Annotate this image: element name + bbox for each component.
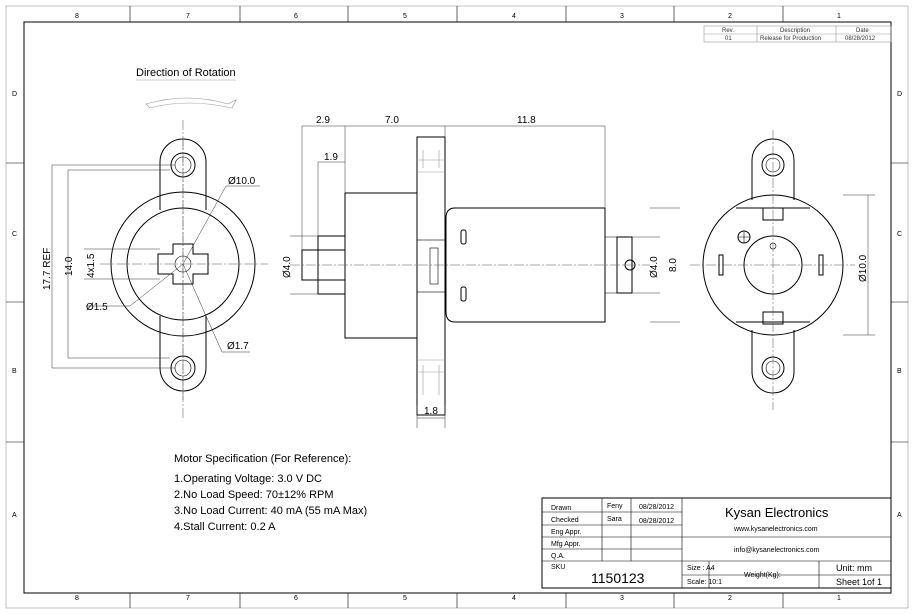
dimension-label: 4x1.5 <box>86 253 97 278</box>
dimension-label: 8.0 <box>668 258 679 272</box>
dimension-label: Ø10.0 <box>228 176 256 187</box>
zone-column-label: 6 <box>294 13 298 20</box>
specification-item: 1.Operating Voltage: 3.0 V DC <box>174 473 322 485</box>
motor-specification: Motor Specification (For Reference): 1.O… <box>174 453 367 533</box>
dimension-label: Ø4.0 <box>282 256 293 278</box>
revision-header-date: Date <box>856 28 869 34</box>
zone-row-label: B <box>12 368 17 375</box>
drawing-scale: Scale: 10:1 <box>687 579 722 586</box>
zone-row-label: C <box>12 231 17 238</box>
dimension-label: Ø4.0 <box>649 256 660 278</box>
sku-label: SKU <box>551 564 565 571</box>
zone-column-label: 5 <box>403 13 407 20</box>
rear-view: Ø10.0 <box>690 130 875 410</box>
revision-date: 08/28/2012 <box>845 36 876 42</box>
title-block-label-mfg-appr: Mfg Appr. <box>551 541 581 548</box>
title-block-checked-date: 08/28/2012 <box>639 518 674 525</box>
title-block-drawn-date: 08/28/2012 <box>639 504 674 511</box>
title-block-label-checked: Checked <box>551 517 579 524</box>
zone-column-label: 6 <box>294 595 298 602</box>
zone-row-label: D <box>897 91 902 98</box>
title-block: Drawn Feny 08/28/2012 Checked Sara 08/28… <box>541 497 892 589</box>
inner-border <box>23 21 892 594</box>
zone-column-label: 8 <box>75 595 79 602</box>
revision-description: Release for Production <box>760 36 821 42</box>
company-email: info@kysanelectronics.com <box>734 547 819 554</box>
zone-column-label: 4 <box>512 13 516 20</box>
sheet-size: Size : A4 <box>687 565 715 572</box>
dimension-label: 1.9 <box>324 152 338 163</box>
zone-row-label: B <box>897 368 902 375</box>
zone-labels: 8 7 6 5 4 3 2 1 8 7 6 5 4 3 2 1 D C B A D C B A <box>12 13 902 602</box>
zone-row-label: A <box>897 512 902 519</box>
zone-column-label: 7 <box>186 13 190 20</box>
revision-header-description: Description <box>780 28 810 34</box>
unit-label: Unit: mm <box>836 563 872 573</box>
company-name: Kysan Electronics <box>725 505 829 520</box>
zone-column-label: 3 <box>620 595 624 602</box>
company-website: www.kysanelectronics.com <box>733 526 818 533</box>
dimension-label: 2.9 <box>316 115 330 126</box>
zone-column-label: 3 <box>620 13 624 20</box>
zone-column-label: 7 <box>186 595 190 602</box>
zone-row-label: C <box>897 231 902 238</box>
weight-label: Weight(Kg): <box>744 572 781 579</box>
specification-item: 2.No Load Speed: 70±12% RPM <box>174 489 334 501</box>
dimension-label: Ø10.0 <box>858 254 869 282</box>
dimension-label: 14.0 <box>64 256 75 276</box>
sheet-number: Sheet 1of 1 <box>836 577 882 587</box>
specification-item: 4.Stall Current: 0.2 A <box>174 521 276 533</box>
dimension-label: 17.7 REF <box>42 248 53 290</box>
dimension-label: Ø1.5 <box>86 302 108 313</box>
zone-row-label: A <box>12 512 17 519</box>
zone-ticks <box>6 6 908 608</box>
zone-column-label: 2 <box>728 595 732 602</box>
zone-row-label: D <box>12 91 17 98</box>
zone-column-label: 4 <box>512 595 516 602</box>
zone-column-label: 8 <box>75 13 79 20</box>
front-view: Ø10.0 Ø1.5 Ø1.7 17.7 REF 14.0 4x1.5 <box>42 120 268 420</box>
dimension-label: 7.0 <box>385 115 399 126</box>
dimension-label: 1.8 <box>424 406 438 417</box>
sku-number: 1150123 <box>591 570 645 586</box>
side-view: 2.9 7.0 11.8 1.9 Ø4.0 Ø4.0 8.0 1.8 <box>282 115 680 428</box>
title-block-drawn-name: Feny <box>607 503 623 510</box>
zone-column-label: 5 <box>403 595 407 602</box>
zone-column-label: 1 <box>837 13 841 20</box>
rotation-label: Direction of Rotation <box>136 67 236 79</box>
specification-item: 3.No Load Current: 40 mA (55 mA Max) <box>174 505 367 517</box>
dimension-label: Ø1.7 <box>227 341 249 352</box>
dimension-label: 11.8 <box>517 115 536 126</box>
zone-column-label: 1 <box>837 595 841 602</box>
title-block-label-eng-appr: Eng Appr. <box>551 529 581 536</box>
zone-column-label: 2 <box>728 13 732 20</box>
rotation-arrow-icon <box>145 97 237 109</box>
title-block-checked-name: Sara <box>607 516 622 523</box>
title-block-label-drawn: Drawn <box>551 505 571 512</box>
specification-title: Motor Specification (For Reference): <box>174 453 351 465</box>
revision-number: 01 <box>725 36 732 42</box>
revision-table: Rev. Description Date 01 Release for Pro… <box>703 25 892 43</box>
revision-header-rev: Rev. <box>722 28 734 34</box>
title-block-label-qa: Q.A. <box>551 553 565 560</box>
